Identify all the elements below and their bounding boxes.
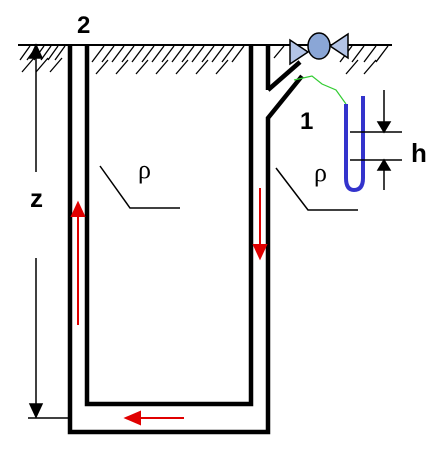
connector-tube [293, 75, 347, 105]
shaft-walls [67, 45, 304, 435]
flow-arrow-down [252, 188, 268, 261]
leader-right [275, 167, 358, 211]
point-2-label: 2 [77, 12, 90, 39]
manometer-tube [344, 96, 365, 193]
flow-arrow-up [70, 200, 86, 325]
density-label-right: ρ [314, 158, 327, 187]
depth-label: z [30, 183, 43, 213]
ground-hatching [19, 45, 389, 75]
leader-left [99, 165, 180, 209]
height-label: h [411, 138, 427, 168]
inner-wall [84, 45, 254, 407]
flow-arrows [70, 188, 268, 426]
z-dimension [28, 43, 70, 419]
flow-arrow-left [123, 410, 184, 426]
outer-wall [67, 45, 304, 435]
point-1-label: 1 [300, 108, 313, 135]
density-leaders [99, 165, 358, 211]
valve-icon [289, 32, 349, 66]
branch-wall-2 [266, 60, 302, 92]
h-dimension [350, 90, 402, 190]
density-label-left: ρ [138, 155, 151, 184]
